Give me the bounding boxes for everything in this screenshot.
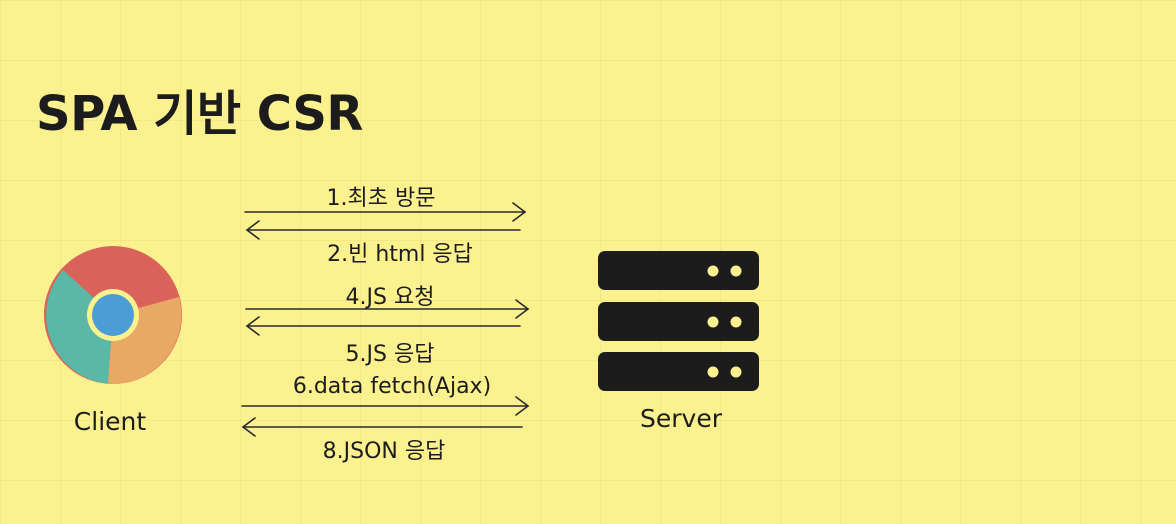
message-label-2: 2.빈 html 응답 — [327, 242, 473, 267]
server-icon — [598, 251, 759, 391]
message-label-6: 6.data fetch(Ajax) — [292, 374, 492, 399]
arrow-1-request — [244, 202, 527, 222]
message-label-1: 1.최초 방문 — [326, 186, 436, 211]
arrow-4-request — [245, 299, 530, 319]
arrow-6-request — [241, 396, 530, 416]
arrow-2-response — [245, 220, 521, 240]
message-label-4: 4.JS 요청 — [345, 285, 435, 310]
server-label: Server — [640, 404, 722, 433]
client-label: Client — [73, 407, 147, 436]
message-label-5: 5.JS 응답 — [345, 342, 435, 367]
arrow-5-response — [245, 316, 521, 336]
message-label-8: 8.JSON 응답 — [322, 439, 446, 464]
page-title: SPA 기반 CSR — [36, 86, 363, 142]
arrow-8-response — [241, 417, 523, 437]
chrome-icon — [43, 246, 182, 384]
